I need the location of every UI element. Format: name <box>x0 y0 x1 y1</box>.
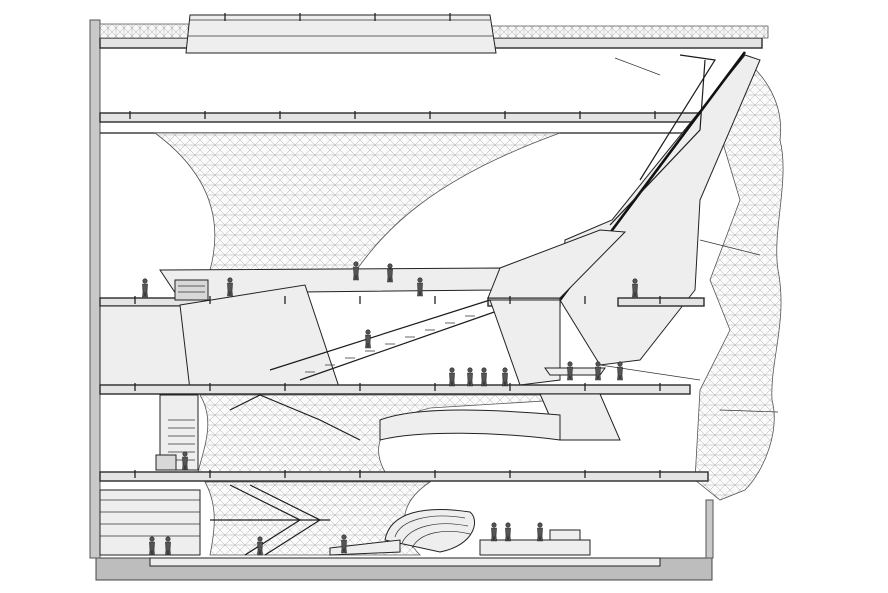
foundation <box>95 557 713 581</box>
right-lower-wall <box>705 499 714 559</box>
bleacher-seating <box>99 489 201 556</box>
central-membrane-funnel <box>153 132 561 273</box>
slab-posts <box>129 13 661 478</box>
ground-floor-blocks <box>479 529 591 556</box>
person-figure <box>417 277 423 297</box>
lower-curved-band <box>229 394 561 441</box>
person-figure <box>365 329 371 349</box>
person-figure <box>491 522 497 542</box>
person-figure <box>505 522 511 542</box>
person-figure <box>467 367 473 387</box>
person-figure <box>481 367 487 387</box>
person-figure <box>227 277 233 297</box>
crossed-beams <box>210 484 330 556</box>
upper-floor-slab <box>99 112 699 134</box>
person-figure <box>165 536 171 556</box>
upper-balcony <box>159 229 627 301</box>
person-figure <box>567 361 573 381</box>
person-figure <box>182 451 188 471</box>
person-figure <box>617 361 623 381</box>
person-figure <box>142 278 148 298</box>
lower-membrane <box>197 394 561 473</box>
person-figure <box>537 522 543 542</box>
person-figure <box>341 534 347 554</box>
person-figure <box>387 263 393 283</box>
person-figure <box>149 536 155 556</box>
left-exterior-wall <box>89 19 101 559</box>
leader-lines <box>599 57 779 413</box>
person-figure <box>353 261 359 281</box>
skylight <box>185 14 497 54</box>
person-figure <box>595 361 601 381</box>
person-figure <box>632 278 638 298</box>
diagonal-stair <box>179 284 561 391</box>
person-figure <box>449 367 455 387</box>
lower-floor-slab <box>99 471 709 482</box>
person-figure <box>502 367 508 387</box>
ribbed-pod-sculpture <box>329 509 475 556</box>
ground-floor-stair <box>155 394 199 471</box>
people-figures <box>142 261 638 556</box>
person-figure <box>257 536 263 556</box>
right-facade-mesh <box>694 57 784 501</box>
